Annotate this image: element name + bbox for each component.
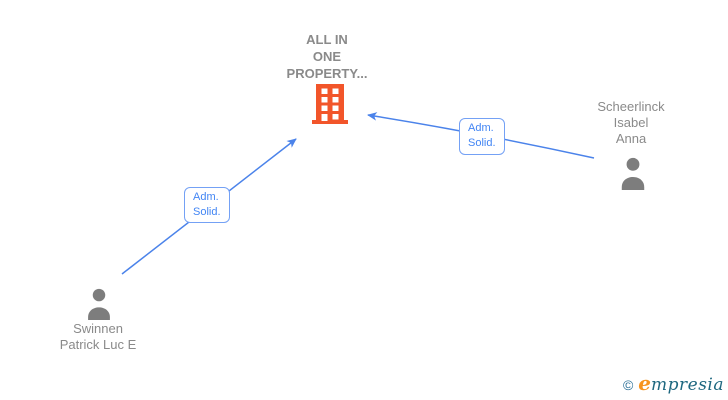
- edge-label[interactable]: Adm. Solid.: [184, 187, 230, 223]
- edge-label-line: Adm.: [193, 191, 219, 203]
- person-icon[interactable]: [82, 286, 116, 320]
- person-node-label[interactable]: Swinnen Patrick Luc E: [18, 321, 178, 353]
- edge-label-line: Adm.: [468, 122, 494, 134]
- person-name-line: Scheerlinck: [597, 99, 665, 114]
- brand-initial: e: [638, 371, 651, 395]
- person-name-line: Anna: [615, 131, 647, 146]
- person-icon[interactable]: [615, 155, 651, 190]
- company-name-line: PROPERTY...: [286, 66, 368, 81]
- edge-label[interactable]: Adm. Solid.: [459, 118, 505, 155]
- person-name-line: Isabel: [613, 115, 649, 130]
- brand-wordmark: empresia: [638, 371, 724, 395]
- empresia-logo[interactable]: © empresia: [623, 371, 724, 395]
- edge-label-line: Solid.: [468, 137, 496, 149]
- person-name-line: Patrick Luc E: [59, 337, 137, 352]
- company-name-line: ONE: [312, 49, 342, 64]
- copyright-symbol: ©: [622, 377, 634, 393]
- company-name-line: ALL IN: [306, 32, 348, 47]
- building-icon[interactable]: [312, 84, 348, 124]
- person-node-label[interactable]: Scheerlinck Isabel Anna: [551, 99, 711, 147]
- person-name-line: Swinnen: [73, 321, 123, 336]
- brand-rest: mpresia: [651, 375, 724, 395]
- edge-label-line: Solid.: [193, 206, 221, 218]
- company-node-label[interactable]: ALL IN ONE PROPERTY...: [247, 31, 407, 82]
